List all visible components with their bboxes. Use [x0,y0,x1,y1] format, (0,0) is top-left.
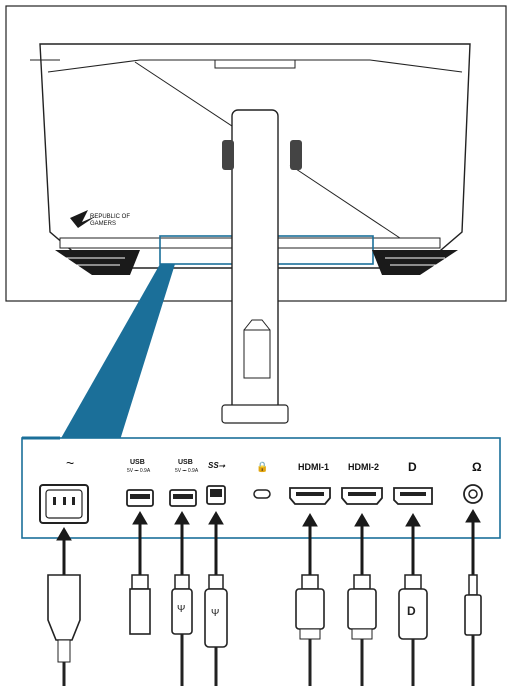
usb-b-cable-icon: Ψ [204,574,228,686]
top-vent [214,59,296,69]
port-label-usb1: USB [130,459,145,466]
arrows [56,509,481,575]
rog-logo: REPUBLIC OF GAMERS [70,210,130,228]
hdmi-cable-2-icon [347,574,377,686]
arrow-audio-icon [465,509,481,575]
port-label-hdmi1: HDMI-1 [298,462,329,472]
displayport-cable-icon: D [398,574,428,686]
svg-text:Ψ: Ψ [211,608,219,619]
headphone-jack-icon [463,484,483,504]
displayport-port-icon [393,487,433,505]
arrow-usbb-icon [208,511,224,575]
port-label-hdmi2: HDMI-2 [348,462,379,472]
arrow-hdmi1-icon [302,513,318,575]
ac-power-inlet-icon [39,484,89,524]
port-label-ac: ~ [66,455,74,471]
ac-power-cord-icon [47,574,81,686]
port-label-usb2: USB [178,459,193,466]
hdmi-port-2-icon [341,487,383,505]
usb-a-port-1-icon [126,489,154,507]
callout-funnel [60,264,175,440]
usb-a-device-icon [129,574,151,635]
usb-a-port-2-icon [169,489,197,507]
brand-line2: GAMERS [90,221,116,227]
port-sublabel-usb2: 5V ⎓ 0.9A [175,468,199,474]
hdmi-cable-1-icon [295,574,325,686]
port-label-audio: Ω [472,460,482,474]
monitor-stand [221,109,302,424]
hdmi-port-1-icon [289,487,331,505]
svg-text:Ψ: Ψ [177,604,185,615]
usb-a-cable-icon: Ψ [171,574,193,686]
left-vent [55,250,140,275]
usb-b-port-icon [206,485,226,505]
kensington-lock-slot-icon [253,489,271,499]
svg-text:D: D [407,604,416,618]
port-label-dp: D [408,460,417,474]
arrow-dp-icon [405,513,421,575]
port-label-lock: 🔒 [256,461,268,473]
arrow-usb1-icon [132,511,148,575]
right-vent [372,250,458,275]
audio-cable-icon [464,574,482,686]
port-label-usbb: SS⭢ [208,461,226,470]
brand-line1: REPUBLIC OF [90,214,130,220]
monitor-rear-view: REPUBLIC OF GAMERS [5,5,507,424]
arrow-ac-icon [56,527,72,575]
arrow-usb2-icon [174,511,190,575]
arrow-hdmi2-icon [354,513,370,575]
port-sublabel-usb1: 5V ⎓ 0.9A [127,468,151,474]
